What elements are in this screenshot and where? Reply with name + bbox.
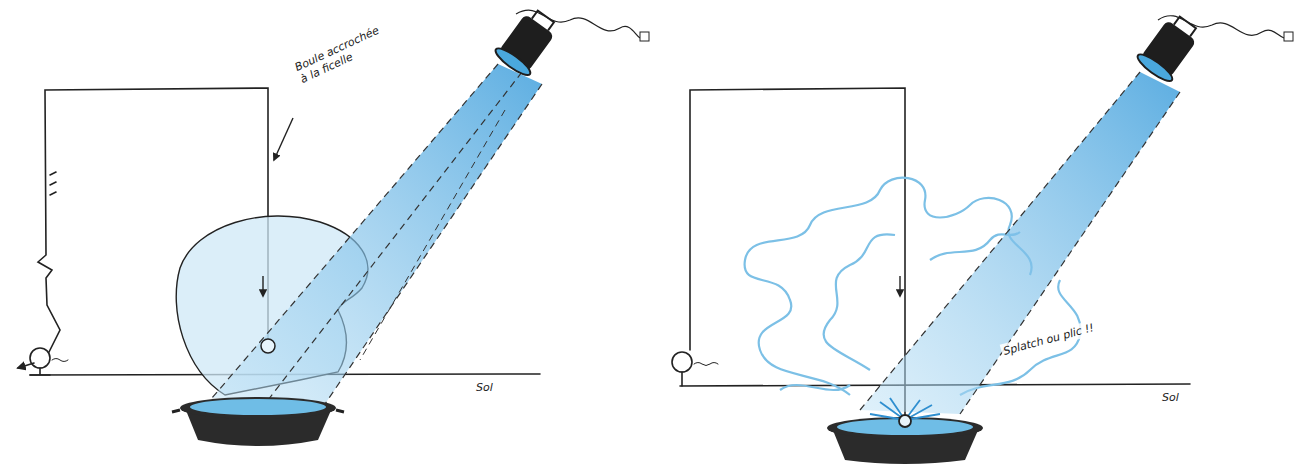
lamp: [492, 4, 562, 79]
frame-wire: [690, 88, 905, 420]
beam-edges: [212, 64, 542, 404]
leader-arrow: [274, 118, 293, 160]
motor-symbol: [30, 348, 50, 368]
plug: [1284, 32, 1293, 41]
motor-symbol: [672, 352, 692, 372]
dish: [172, 397, 344, 446]
handwritten-note: Sol: [474, 380, 495, 395]
ball: [261, 339, 275, 353]
lamp: [1134, 10, 1204, 85]
light-beam: [212, 64, 542, 404]
beam-edges: [860, 72, 1180, 414]
plug: [640, 32, 649, 41]
tick-marks: [50, 172, 56, 195]
motor-scribble: [694, 363, 718, 366]
cable: [1158, 16, 1284, 38]
motor-stand: [30, 368, 50, 375]
light-beam: [860, 72, 1180, 414]
beam-edges: [360, 110, 505, 360]
handwritten-note: Sol: [1160, 390, 1181, 405]
motor-stand: [681, 372, 683, 386]
motor-arrow: [18, 363, 34, 368]
splash-lines: [870, 398, 940, 427]
fall-arrow: [899, 276, 900, 296]
cable: [516, 10, 640, 38]
fall-arrow: [262, 276, 263, 296]
handwritten-note: Boule accrochée à la ficelle: [291, 20, 393, 88]
motor-scribble: [52, 359, 68, 362]
